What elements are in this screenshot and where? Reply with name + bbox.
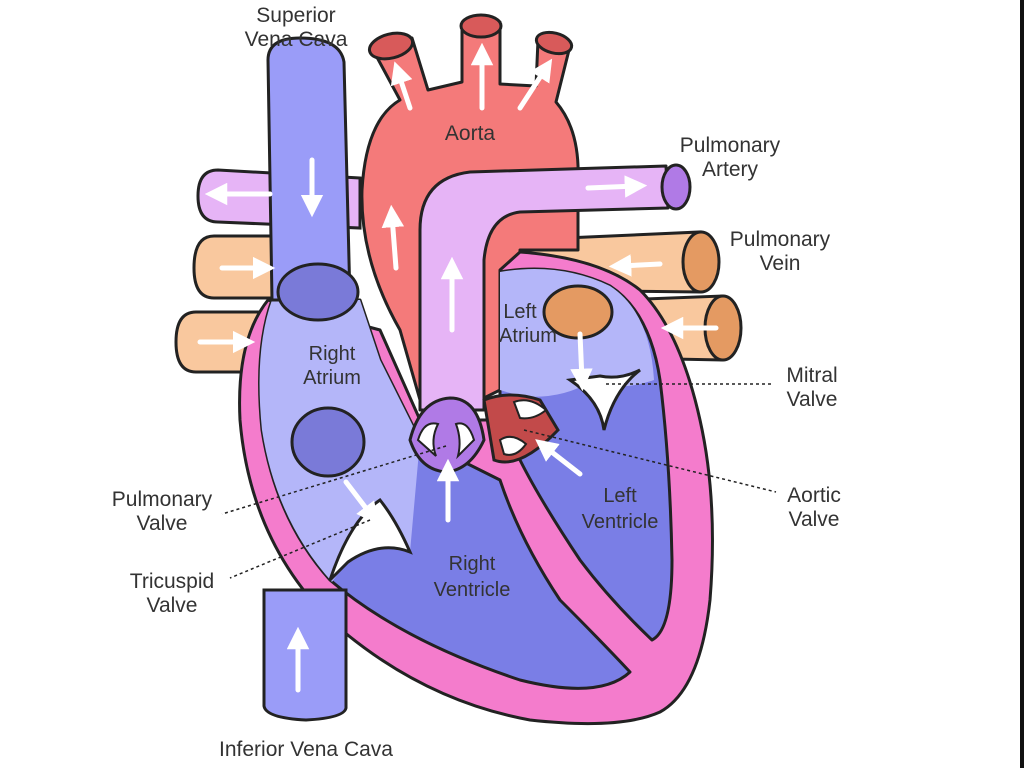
- flow-arrow: [608, 254, 663, 277]
- svg-text:Pulmonary: Pulmonary: [112, 488, 213, 511]
- svg-text:Artery: Artery: [702, 158, 759, 181]
- leader-aortic: [523, 429, 777, 493]
- flow-arrow: [585, 175, 648, 198]
- flow-arrow: [517, 58, 553, 111]
- svg-text:Valve: Valve: [137, 512, 188, 535]
- svg-text:Vein: Vein: [760, 252, 801, 275]
- coronary-sinus-opening: [290, 406, 366, 478]
- label-left-ventricle: Left Ventricle: [582, 485, 659, 533]
- label-mitral-valve: Mitral Valve: [786, 364, 837, 411]
- svg-text:Tricuspid: Tricuspid: [130, 570, 214, 593]
- label-pulmonary-vein: Pulmonary Vein: [730, 228, 831, 275]
- svg-text:Right: Right: [449, 553, 496, 575]
- label-right-ventricle: Right Ventricle: [434, 553, 511, 601]
- svg-text:Ventricle: Ventricle: [434, 579, 511, 601]
- label-left-atrium: Left Atrium: [499, 301, 557, 347]
- label-right-atrium: Right Atrium: [303, 343, 361, 389]
- label-tricuspid-valve: Tricuspid Valve: [130, 570, 214, 617]
- svg-text:Superior: Superior: [256, 4, 335, 27]
- flow-arrow: [535, 439, 583, 477]
- tricuspid-valve: [328, 497, 413, 582]
- pulmonary-artery: [418, 163, 692, 412]
- svg-text:Valve: Valve: [789, 508, 840, 531]
- leader-lines: [221, 383, 777, 579]
- leader-tricuspid: [229, 519, 371, 579]
- svg-text:Ventricle: Ventricle: [582, 511, 659, 533]
- svg-text:Atrium: Atrium: [499, 325, 557, 347]
- label-pulmonary-valve: Pulmonary Valve: [112, 488, 213, 535]
- label-aortic-valve: Aortic Valve: [787, 484, 841, 531]
- flow-arrow: [381, 204, 405, 271]
- label-pulmonary-artery: Pulmonary Artery: [680, 134, 781, 181]
- flow-arrow: [390, 61, 413, 111]
- svg-text:Valve: Valve: [147, 594, 198, 617]
- svg-text:Aortic: Aortic: [787, 484, 841, 507]
- svg-text:Pulmonary: Pulmonary: [730, 228, 831, 251]
- svg-text:Valve: Valve: [787, 388, 838, 411]
- svg-text:Right: Right: [309, 343, 356, 365]
- svg-text:Atrium: Atrium: [303, 367, 361, 389]
- svg-text:Left: Left: [503, 301, 537, 323]
- label-superior-vena-cava: Superior Vena Cava: [245, 4, 348, 51]
- svg-text:Vena Cava: Vena Cava: [245, 28, 348, 51]
- label-aorta: Aorta: [445, 122, 496, 145]
- right-edge-bar: [1020, 0, 1024, 768]
- vena-cava: [262, 36, 360, 722]
- svg-text:Mitral: Mitral: [786, 364, 837, 387]
- flow-arrow: [343, 479, 379, 525]
- svg-text:Pulmonary: Pulmonary: [680, 134, 781, 157]
- svg-text:Left: Left: [603, 485, 637, 507]
- superior-vena-cava-opening: [276, 262, 360, 322]
- flow-arrow: [570, 331, 593, 392]
- pulmonary-valve: [408, 396, 486, 474]
- flow-arrows: [197, 42, 719, 693]
- label-inferior-vena-cava: Inferior Vena Cava: [219, 738, 393, 761]
